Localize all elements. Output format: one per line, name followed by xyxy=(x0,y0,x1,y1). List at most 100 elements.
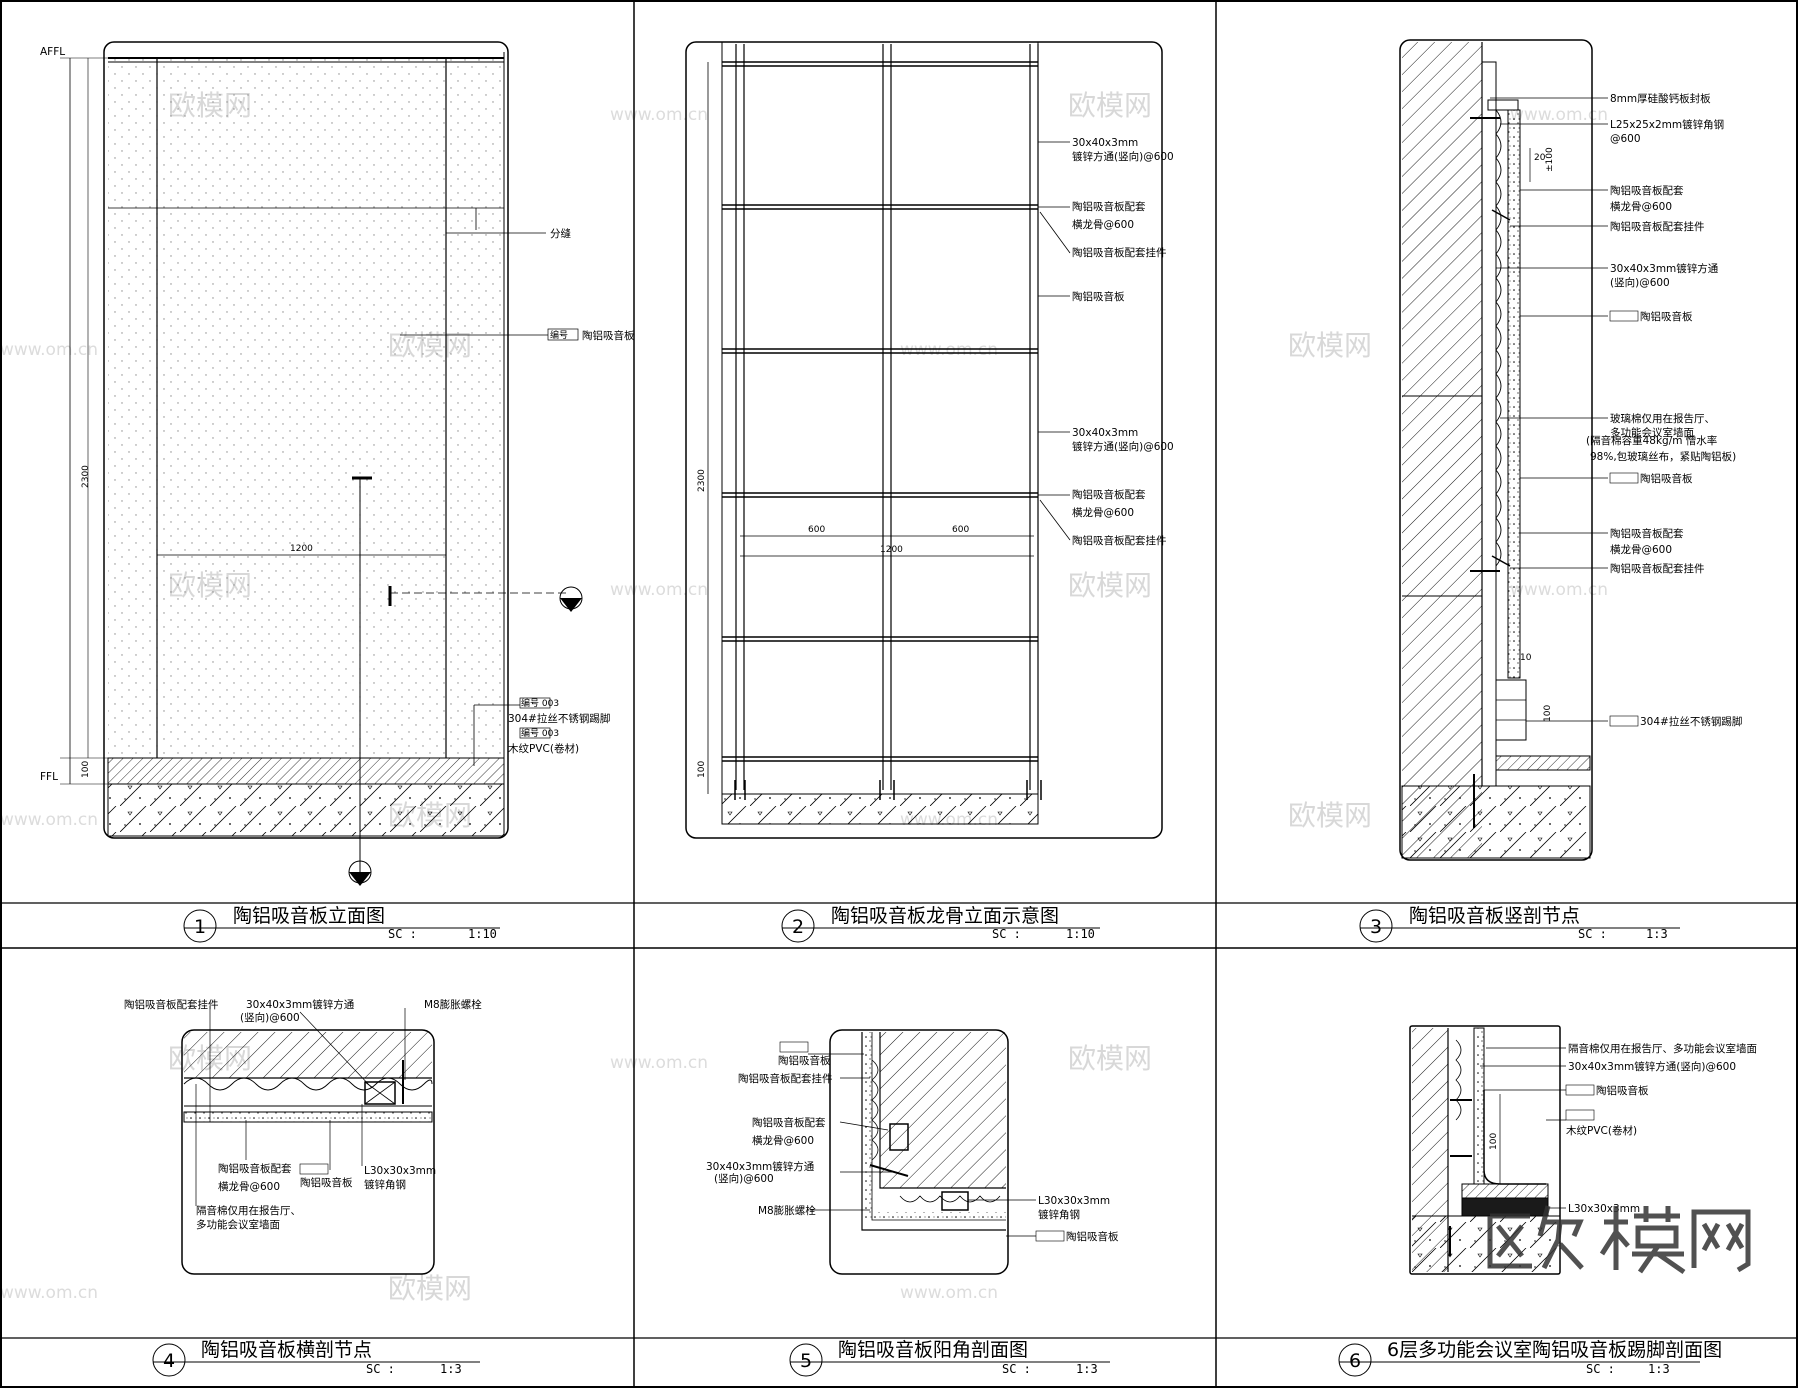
label: 304#拉丝不锈钢踢脚 xyxy=(1640,715,1742,728)
drawing-title: 陶铝吸音板横剖节点 xyxy=(201,1339,372,1361)
dim-height: 2300 xyxy=(81,465,91,488)
drawing-title: 陶铝吸音板竖剖节点 xyxy=(1409,905,1580,927)
label: 陶铝吸音板配套 xyxy=(1610,527,1684,540)
drawing-number: 3 xyxy=(1370,916,1382,938)
label: 30x40x3mm镀锌方通(竖向)@600 xyxy=(1568,1060,1736,1073)
watermark: 欧模网 xyxy=(1288,799,1372,832)
label: 镀锌角钢 xyxy=(364,1178,406,1191)
label: L30x30x3mm xyxy=(1568,1203,1640,1215)
label-pvc: 木纹PVC(卷材) xyxy=(508,742,579,755)
label: (竖向)@600 xyxy=(1610,276,1670,289)
label-kick: 304#拉丝不锈钢踢脚 xyxy=(508,712,610,725)
label: (竖向)@600 xyxy=(240,1011,300,1024)
scale-value: 1:10 xyxy=(468,927,497,941)
label: 隔音棉仅用在报告厅、 xyxy=(196,1204,301,1217)
label: (竖向)@600 xyxy=(714,1172,774,1185)
drawing-title: 陶铝吸音板立面图 xyxy=(233,905,385,927)
label: 横龙骨@600 xyxy=(752,1134,814,1147)
label: 陶铝吸音板配套 xyxy=(752,1116,826,1129)
dim-width: 1200 xyxy=(290,544,313,554)
label-hanger: 陶铝吸音板配套挂件 xyxy=(1072,534,1167,547)
label: (隔音棉容重48kg/m 憎水率 xyxy=(1586,434,1717,447)
level-top: AFFL xyxy=(40,46,65,58)
label: 8mm厚硅酸钙板封板 xyxy=(1610,92,1711,105)
label-tube: 30x40x3mm xyxy=(1072,137,1138,149)
watermark-url: www.om.cn xyxy=(610,580,708,600)
title-block-6: 6 6层多功能会议室陶铝吸音板踢脚剖面图 SC : 1:3 xyxy=(1338,1339,1722,1377)
label: @600 xyxy=(1610,133,1641,145)
watermark-url: www.om.cn xyxy=(0,340,98,360)
label: 多功能会议室墙面 xyxy=(1610,426,1694,439)
label: 98%,包玻璃丝布，紧贴陶铝板) xyxy=(1590,450,1736,463)
drawing-6-skirting-section: 100 隔音棉仅用在报告厅、多功能会议室墙面 30x40x3mm镀锌方通(竖向)… xyxy=(1409,1025,1757,1275)
tag-label: 编号 xyxy=(550,329,568,341)
scale-value: 1:3 xyxy=(1646,927,1668,941)
watermark-url: www.om.cn xyxy=(1510,580,1608,600)
drawing-3-vertical-section: 20 ±100 10 100 8mm厚硅酸钙板封板 L25x25x2mm镀锌角钢… xyxy=(1399,39,1742,861)
dim-half: 600 xyxy=(808,525,825,535)
label-keel-spec: 横龙骨@600 xyxy=(1072,218,1134,231)
label: 镀锌角钢 xyxy=(1038,1208,1080,1221)
label-seam: 分缝 xyxy=(550,227,571,240)
scale-label: SC : xyxy=(388,927,417,941)
title-block-1: 1 陶铝吸音板立面图 SC : 1:10 xyxy=(183,905,500,943)
dim-20: 20 xyxy=(1534,153,1546,163)
label: M8膨胀螺栓 xyxy=(758,1204,816,1217)
label-keel: 陶铝吸音板配套 xyxy=(1072,200,1146,213)
title-block-3: 3 陶铝吸音板竖剖节点 SC : 1:3 xyxy=(1359,905,1680,943)
watermark-url: www.om.cn xyxy=(0,810,98,830)
label: L25x25x2mm镀锌角钢 xyxy=(1610,118,1724,131)
watermark-url: www.om.cn xyxy=(610,105,708,125)
title-block-4: 4 陶铝吸音板横剖节点 SC : 1:3 xyxy=(152,1339,480,1377)
dim-10: 10 xyxy=(1520,653,1532,663)
label: L30x30x3mm xyxy=(1038,1195,1110,1207)
label: 30x40x3mm镀锌方通 xyxy=(706,1160,815,1173)
scale-label: SC : xyxy=(992,927,1021,941)
scale-label: SC : xyxy=(1578,927,1607,941)
scale-label: SC : xyxy=(366,1362,395,1376)
watermark-url: www.om.cn xyxy=(900,340,998,360)
label: 陶铝吸音板配套挂件 xyxy=(1610,220,1705,233)
title-block-5: 5 陶铝吸音板阳角剖面图 SC : 1:3 xyxy=(789,1339,1110,1377)
label: L30x30x3mm xyxy=(364,1165,436,1177)
drawing-1-elevation: AFFL FFL 2300 100 1200 分缝 编号 陶铝吸音板 编号 00… xyxy=(40,41,635,886)
dim-height: 2300 xyxy=(697,469,707,492)
label: 陶铝吸音板配套挂件 xyxy=(1610,562,1705,575)
scale-label: SC : xyxy=(1002,1362,1031,1376)
logo-watermark xyxy=(1487,1205,1751,1275)
drawing-title: 陶铝吸音板阳角剖面图 xyxy=(838,1339,1028,1361)
label-keel: 陶铝吸音板配套 xyxy=(1072,488,1146,501)
label: 陶铝吸音板配套挂件 xyxy=(124,998,219,1011)
drawing-number: 4 xyxy=(163,1350,175,1372)
label-tube-spec: 镀锌方通(竖向)@600 xyxy=(1072,150,1174,163)
dim-half: 600 xyxy=(952,525,969,535)
label: 陶铝吸音板 xyxy=(1596,1084,1649,1097)
dim-100b: 100 xyxy=(1543,705,1553,722)
label-keel-spec: 横龙骨@600 xyxy=(1072,506,1134,519)
drawing-title: 6层多功能会议室陶铝吸音板踢脚剖面图 xyxy=(1387,1339,1722,1361)
scale-value: 1:3 xyxy=(440,1362,462,1376)
drawing-number: 5 xyxy=(800,1350,812,1372)
label: 陶铝吸音板配套 xyxy=(1610,184,1684,197)
label-hanger: 陶铝吸音板配套挂件 xyxy=(1072,246,1167,259)
dim-base: 100 xyxy=(81,761,91,778)
level-bottom: FFL xyxy=(40,771,58,783)
label: 隔音棉仅用在报告厅、多功能会议室墙面 xyxy=(1568,1042,1757,1055)
drawing-4-horizontal-section: 陶铝吸音板配套挂件 30x40x3mm镀锌方通 (竖向)@600 M8膨胀螺栓 … xyxy=(124,998,482,1275)
scale-value: 1:3 xyxy=(1076,1362,1098,1376)
watermark-url: www.om.cn xyxy=(1510,105,1608,125)
label: 横龙骨@600 xyxy=(1610,200,1672,213)
watermark-url: www.om.cn xyxy=(900,1283,998,1303)
watermark-url: www.om.cn xyxy=(610,1053,708,1073)
watermark-url: www.om.cn xyxy=(0,1283,98,1303)
label: 陶铝吸音板 xyxy=(300,1176,353,1189)
label-panel: 陶铝吸音板 xyxy=(1072,290,1125,303)
label: 陶铝吸音板配套 xyxy=(218,1162,292,1175)
drawing-5-corner-section: 陶铝吸音板 陶铝吸音板配套挂件 陶铝吸音板配套 横龙骨@600 30x40x3m… xyxy=(706,1029,1119,1275)
watermark: 欧模网 xyxy=(1288,329,1372,362)
label: 陶铝吸音板 xyxy=(1640,310,1693,323)
drawing-2-framing: 2300 100 600 600 1200 30x40x3mm 镀锌方通(竖向)… xyxy=(685,41,1174,839)
label: 陶铝吸音板配套挂件 xyxy=(738,1072,833,1085)
